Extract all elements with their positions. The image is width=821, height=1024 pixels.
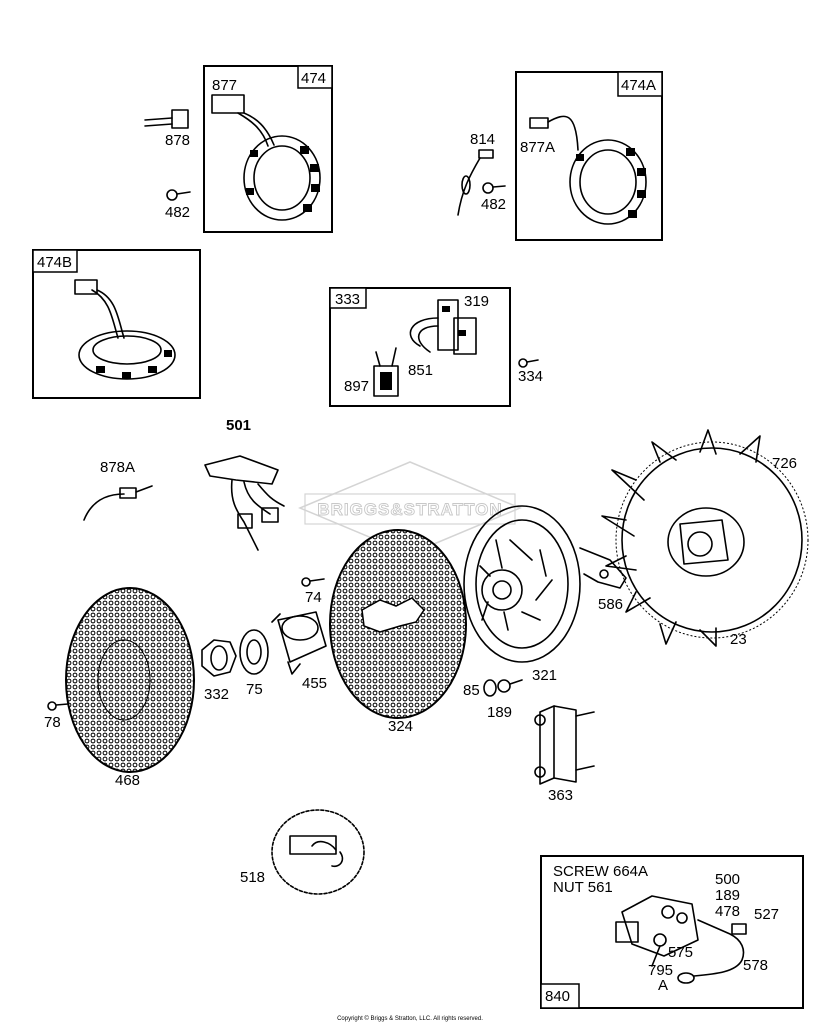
wire-lead-878a[interactable] <box>83 485 153 521</box>
rotating-screen-468[interactable] <box>65 587 195 773</box>
copyright-notice: Copyright © Briggs & Stratton, LLC. All … <box>337 1015 483 1022</box>
wire-harness-851[interactable] <box>409 317 439 353</box>
part-363: 363 <box>548 787 573 804</box>
inset-840-tag: 840 <box>545 988 570 1005</box>
nut-332[interactable] <box>201 639 237 677</box>
inset-333: 333 319 851 897 <box>329 287 511 407</box>
part-878: 878 <box>165 132 190 149</box>
rectifier-bracket-319[interactable] <box>437 299 477 355</box>
wire-connector-878[interactable] <box>144 109 189 129</box>
alternator-stator-474a[interactable] <box>529 115 647 225</box>
part-878a: 878A <box>100 459 135 476</box>
starter-cup-455[interactable] <box>271 611 327 675</box>
part-726: 726 <box>772 455 797 472</box>
part-75: 75 <box>246 681 263 698</box>
part-a: A <box>658 977 668 994</box>
part-518: 518 <box>240 869 265 886</box>
part-23: 23 <box>730 631 747 648</box>
part-455: 455 <box>302 675 327 692</box>
part-575: 575 <box>668 944 693 961</box>
inset-474-tag: 474 <box>301 70 326 87</box>
inset-474a: 474A 877A <box>515 71 663 241</box>
watermark-text: BRIGGS&STRATTON <box>317 500 502 519</box>
part-189-inset: 189 <box>715 887 740 904</box>
inset-474b: 474B <box>32 249 201 399</box>
inset-474a-tag: 474A <box>621 77 656 94</box>
part-478: 478 <box>715 903 740 920</box>
part-877: 877 <box>212 77 237 94</box>
screw-74[interactable] <box>301 577 325 587</box>
inset-840-screw-note: SCREW 664A <box>553 863 648 880</box>
flywheel-23[interactable] <box>601 429 809 647</box>
part-482-left: 482 <box>165 204 190 221</box>
rotating-screen-324[interactable] <box>329 529 467 719</box>
part-897: 897 <box>344 378 369 395</box>
part-482-right: 482 <box>481 196 506 213</box>
alternator-stator-474[interactable] <box>211 94 321 221</box>
alternator-stator-474b[interactable] <box>74 279 176 380</box>
bracket-586[interactable] <box>579 547 627 589</box>
screw-482-left[interactable] <box>166 189 191 201</box>
part-74: 74 <box>305 589 322 606</box>
part-468: 468 <box>115 772 140 789</box>
part-527: 527 <box>754 906 779 923</box>
inset-474b-tag: 474B <box>37 254 72 271</box>
part-85: 85 <box>463 682 480 699</box>
rectifier-897[interactable] <box>373 347 399 397</box>
inset-333-tag: 333 <box>335 291 360 308</box>
part-334: 334 <box>518 368 543 385</box>
mounting-block-363[interactable] <box>534 705 595 785</box>
part-319: 319 <box>464 293 489 310</box>
inset-840: 840 SCREW 664A NUT 561 500 189 478 527 5… <box>540 855 804 1009</box>
part-78: 78 <box>44 714 61 731</box>
stop-switch-assembly[interactable] <box>615 895 747 984</box>
screw-334[interactable] <box>518 358 539 368</box>
diode-lead-814[interactable] <box>457 149 494 216</box>
part-501: 501 <box>226 417 251 434</box>
part-795: 795 <box>648 962 673 979</box>
inset-840-nut-note: NUT 561 <box>553 879 613 896</box>
part-877a: 877A <box>520 139 555 156</box>
armature-518[interactable] <box>271 809 365 895</box>
regulator-501[interactable] <box>204 455 285 551</box>
inset-474: 474 877 <box>203 65 333 233</box>
screw-78[interactable] <box>47 701 69 711</box>
screw-482-right[interactable] <box>482 182 506 194</box>
fan-321[interactable] <box>463 505 581 663</box>
part-332: 332 <box>204 686 229 703</box>
part-189: 189 <box>487 704 512 721</box>
washer-85[interactable] <box>483 679 497 697</box>
part-500: 500 <box>715 871 740 888</box>
part-321: 321 <box>532 667 557 684</box>
washer-75[interactable] <box>239 629 269 675</box>
part-324: 324 <box>388 718 413 735</box>
part-851: 851 <box>408 362 433 379</box>
screw-189[interactable] <box>497 679 523 693</box>
part-586: 586 <box>598 596 623 613</box>
part-814: 814 <box>470 131 495 148</box>
part-578: 578 <box>743 957 768 974</box>
